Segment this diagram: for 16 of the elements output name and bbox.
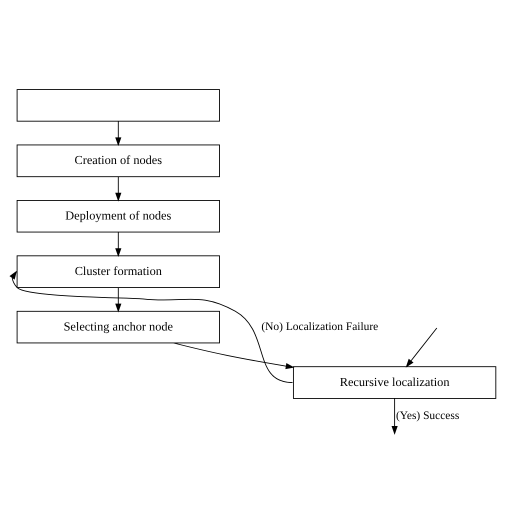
arrow (115, 176, 122, 202)
arrow (406, 327, 438, 368)
node-box: Selecting anchor node (16, 310, 220, 343)
arrow (115, 286, 122, 312)
arrow (392, 398, 398, 434)
node-box: Deployment of nodes (16, 199, 220, 232)
arrow (115, 231, 122, 257)
edge-label: (No) Localization Failure (261, 320, 378, 333)
arrow (173, 342, 295, 369)
node-box: Cluster formation (16, 254, 220, 288)
arrow (115, 120, 122, 146)
node-box: Creation of nodes (16, 144, 220, 177)
node-box (16, 88, 220, 122)
arrow (10, 270, 293, 382)
edge-label: (Yes) Success (396, 409, 460, 422)
node-box: Recursive localization (292, 366, 496, 398)
